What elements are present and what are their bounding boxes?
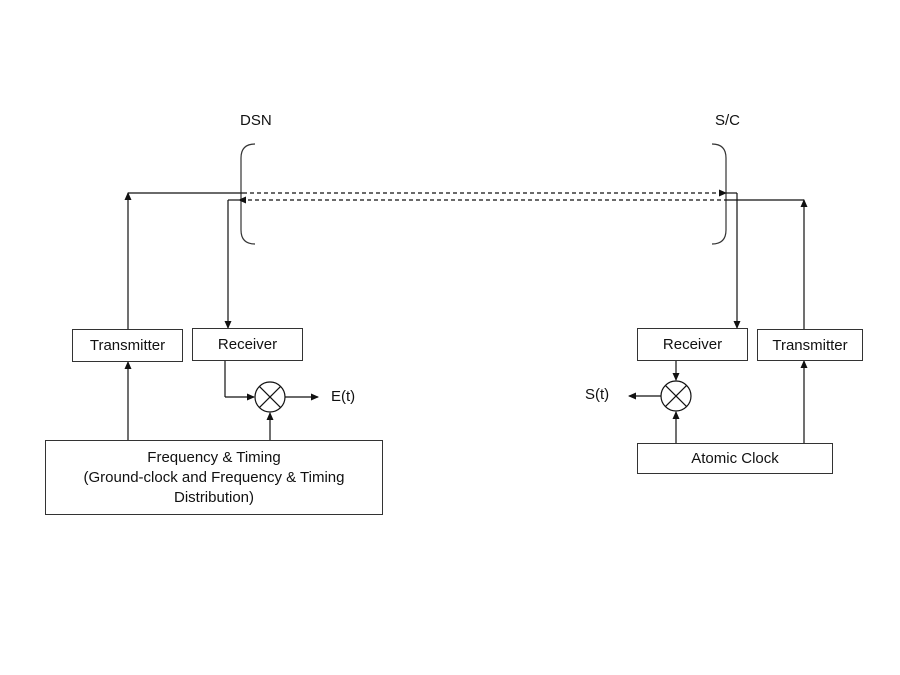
sc-receiver-label: Receiver: [662, 336, 723, 353]
ground-receiver-label: Receiver: [217, 336, 278, 353]
e-output-label: E(t): [331, 388, 356, 405]
frequency-timing-line-1: Frequency & Timing: [147, 448, 281, 466]
sc-receiver-box: Receiver: [637, 328, 748, 361]
atomic-clock-label: Atomic Clock: [691, 450, 779, 467]
frequency-timing-line-2: (Ground-clock and Frequency & Timing: [83, 468, 345, 486]
dsn-label: DSN: [240, 112, 272, 129]
atomic-clock-box: Atomic Clock: [637, 443, 833, 474]
s-output-label: S(t): [585, 386, 610, 403]
sc-mixer-cross-b: [664, 384, 688, 408]
ground-transmitter-box: Transmitter: [72, 329, 183, 362]
dsn-bracket: [240, 143, 256, 245]
sc-transmitter-box: Transmitter: [757, 329, 863, 361]
ground-mixer-cross-b: [258, 385, 282, 409]
ground-receiver-box: Receiver: [192, 328, 303, 361]
sc-bracket: [711, 143, 727, 245]
frequency-timing-box: Frequency & Timing (Ground-clock and Fre…: [45, 440, 383, 515]
sc-label: S/C: [715, 112, 741, 129]
ground-transmitter-label: Transmitter: [89, 337, 166, 354]
sc-transmitter-label: Transmitter: [772, 336, 848, 354]
frequency-timing-line-3: Distribution): [173, 488, 255, 506]
